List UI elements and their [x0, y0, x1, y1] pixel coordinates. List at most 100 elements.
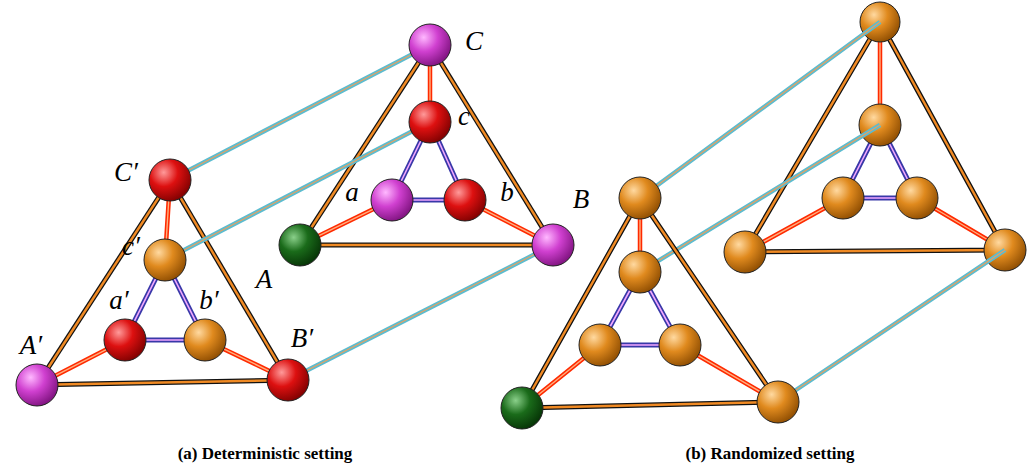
- front-triangle: [501, 177, 799, 429]
- link-core: [412, 199, 445, 201]
- ball-shape: [531, 223, 575, 267]
- link-outline: [306, 254, 535, 371]
- vertex-ball: b′: [183, 318, 227, 362]
- vertex-label: C: [465, 28, 483, 55]
- back-triangle: [724, 2, 1026, 273]
- ball-link: [412, 200, 445, 201]
- ball-shape: [183, 318, 227, 362]
- link-outline: [57, 380, 268, 384]
- ball-shape: [148, 158, 192, 202]
- link-outline: [412, 198, 445, 203]
- vertex-ball: A: [278, 223, 322, 267]
- ball-link: [438, 140, 457, 182]
- vertex-label: b: [500, 179, 514, 206]
- ball-shape: [15, 363, 59, 407]
- link-outline: [438, 140, 457, 182]
- link-outline: [223, 349, 270, 372]
- ball-shape: [408, 100, 452, 144]
- link-outline: [145, 338, 185, 343]
- vertex-label: A: [256, 266, 273, 293]
- link-core: [306, 254, 535, 371]
- ball-shape: [408, 23, 452, 67]
- vertex-label: a: [345, 179, 359, 206]
- link-outline: [55, 349, 107, 376]
- ball-link: [145, 340, 185, 341]
- link-core: [134, 278, 156, 322]
- ball-link: [48, 197, 159, 368]
- link-core: [311, 62, 419, 228]
- vertex-label: b′: [199, 287, 218, 314]
- ball-link: [57, 380, 268, 384]
- ball-link: [180, 197, 278, 363]
- link-outline: [320, 243, 533, 248]
- link-core: [145, 339, 185, 341]
- link-core: [429, 65, 430, 102]
- vertex-ball: C′: [148, 158, 192, 202]
- vertex-ball: B: [531, 223, 575, 267]
- ball-link: [401, 140, 421, 182]
- link-core: [188, 54, 413, 171]
- link-core: [483, 209, 535, 236]
- ball-link: [223, 349, 270, 372]
- ball-link: [174, 278, 196, 322]
- ball-shape: [443, 178, 487, 222]
- link-core: [174, 278, 196, 322]
- ball-shape: [103, 318, 147, 362]
- link-core: [318, 209, 374, 236]
- ball-link: [318, 209, 374, 236]
- link-outline: [174, 278, 196, 322]
- ball-link: [483, 209, 535, 236]
- vertex-ball: c: [408, 100, 452, 144]
- link-core: [438, 140, 457, 182]
- link-core: [180, 197, 278, 363]
- ball-link: [134, 278, 156, 322]
- link-core: [320, 244, 533, 247]
- ball-link: [320, 245, 533, 246]
- vertex-ball: b: [443, 178, 487, 222]
- ball-link: [166, 200, 169, 240]
- vertex-ball: B′: [266, 358, 310, 402]
- ball-link: [188, 54, 413, 171]
- link-core: [166, 200, 169, 240]
- link-core: [440, 62, 542, 228]
- vertex-ball: a: [370, 178, 414, 222]
- ball-link: [440, 62, 542, 228]
- ball-shape: [143, 238, 187, 282]
- link-core: [57, 380, 268, 384]
- ball-link: [430, 65, 431, 102]
- vertex-label: a′: [109, 287, 128, 314]
- ball-link: [55, 349, 107, 376]
- link-outline: [48, 197, 159, 368]
- subfigure-caption: (a) Deterministic setting: [178, 444, 353, 464]
- link-outline: [134, 278, 156, 322]
- link-core: [48, 197, 159, 368]
- ball-shape: [266, 358, 310, 402]
- subfigure-caption: (b) Randomized setting: [685, 444, 854, 464]
- vertex-label: B′: [291, 325, 313, 352]
- vertex-ball: A′: [15, 363, 59, 407]
- vertex-label: c: [458, 103, 470, 130]
- link-outline: [401, 140, 421, 182]
- link-outline: [188, 54, 413, 171]
- link-outline: [318, 209, 374, 236]
- link-outline: [166, 200, 169, 240]
- ball-link: [306, 254, 535, 371]
- vertex-label: A′: [20, 332, 42, 359]
- link-core: [223, 349, 270, 372]
- link-outline: [180, 197, 278, 363]
- link-outline: [483, 209, 535, 236]
- ball-shape: [370, 178, 414, 222]
- link-outline: [311, 62, 419, 228]
- vertex-label: C′: [114, 159, 138, 186]
- vertex-ball: c′: [143, 238, 187, 282]
- vertex-ball: C: [408, 23, 452, 67]
- vertex-label: c′: [122, 233, 140, 260]
- link-outline: [440, 62, 542, 228]
- ball-shape: [278, 223, 322, 267]
- ball-link: [311, 62, 419, 228]
- vertex-label: B: [573, 186, 590, 213]
- link-core: [401, 140, 421, 182]
- vertex-ball: a′: [103, 318, 147, 362]
